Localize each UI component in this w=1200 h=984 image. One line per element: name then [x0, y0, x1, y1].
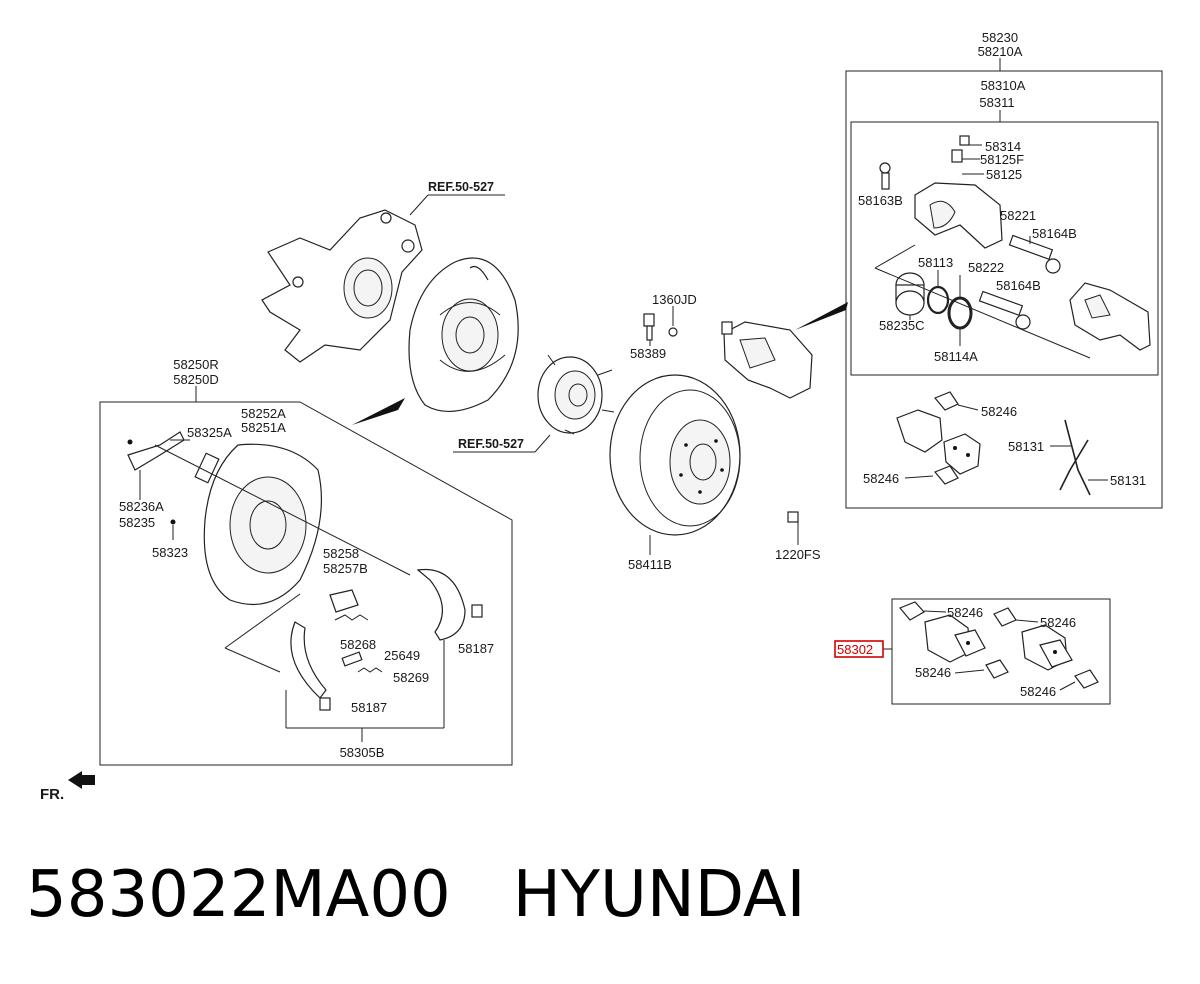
ref-label-upper: REF.50-527: [428, 180, 494, 194]
label-58257b: 58257B: [323, 561, 368, 576]
label-58250r: 58250R: [173, 357, 219, 372]
label-58187-left: 58187: [351, 700, 387, 715]
front-direction-label: FR.: [40, 786, 64, 803]
label-58268: 58268: [340, 637, 376, 652]
label-58305b: 58305B: [340, 745, 385, 760]
knuckle-hub-group: REF.50-527 REF.50-527: [261, 180, 615, 453]
label-58314: 58314: [985, 139, 1021, 154]
part-footer: 583022MA00 HYUNDAI: [26, 858, 806, 948]
ref-label-lower: REF.50-527: [458, 437, 524, 451]
main-caliper-group: 1360JD 58389: [630, 292, 813, 399]
label-58113: 58113: [918, 255, 953, 270]
label-58310a: 58310A: [981, 78, 1026, 93]
label-58389: 58389: [630, 346, 666, 361]
label-58246-c: 58246: [947, 605, 983, 620]
label-58164b-upper: 58164B: [1032, 226, 1077, 241]
part-number: 583022MA00: [26, 858, 451, 932]
label-58323: 58323: [152, 545, 188, 560]
label-58236a: 58236A: [119, 499, 164, 514]
label-58221: 58221: [1000, 208, 1036, 223]
label-58246-d: 58246: [1040, 615, 1076, 630]
label-58210a: 58210A: [978, 44, 1023, 59]
caliper-assembly-group: 58230 58210A 58310A 58311 58314 58125F 5…: [795, 30, 1163, 509]
highlighted-part-box[interactable]: [834, 640, 884, 658]
label-58246-f: 58246: [1020, 684, 1056, 699]
label-58131-a: 58131: [1008, 439, 1044, 454]
label-58164b-lower: 58164B: [996, 278, 1041, 293]
label-58235: 58235: [119, 515, 155, 530]
brand-name: HYUNDAI: [512, 858, 806, 932]
label-1360jd: 1360JD: [652, 292, 697, 307]
label-58230: 58230: [982, 30, 1018, 45]
brake-pad-kit-group: 58302 58246 58246 58246 58246: [834, 598, 1111, 705]
label-58163b: 58163B: [858, 193, 903, 208]
label-58269: 58269: [393, 670, 429, 685]
front-direction-indicator: FR.: [40, 771, 95, 803]
label-25649: 25649: [384, 648, 420, 663]
parking-brake-group: 58250R 58250D 58252A 58251A 5832: [99, 357, 513, 766]
label-58325a: 58325A: [187, 425, 232, 440]
label-58246-e: 58246: [915, 665, 951, 680]
label-58114a: 58114A: [934, 349, 978, 364]
label-58250d: 58250D: [173, 372, 219, 387]
label-58125: 58125: [986, 167, 1022, 182]
brake-disc-group: 58411B 1220FS: [609, 374, 821, 572]
label-58311: 58311: [979, 95, 1014, 110]
label-58302-highlighted[interactable]: 58302: [837, 642, 873, 657]
label-58258: 58258: [323, 546, 359, 561]
label-58131-b: 58131: [1110, 473, 1146, 488]
label-58251a: 58251A: [241, 420, 286, 435]
label-58246-a: 58246: [981, 404, 1017, 419]
label-58125f: 58125F: [980, 152, 1024, 167]
label-58235c: 58235C: [879, 318, 925, 333]
label-58222: 58222: [968, 260, 1004, 275]
label-58246-b: 58246: [863, 471, 899, 486]
label-58411b: 58411B: [628, 557, 672, 572]
label-58252a: 58252A: [241, 406, 286, 421]
label-58187-right: 58187: [458, 641, 494, 656]
label-1220fs: 1220FS: [775, 547, 821, 562]
